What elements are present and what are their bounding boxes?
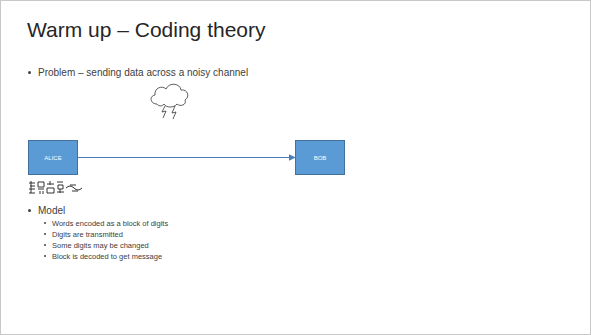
- sub-bullet-text: Some digits may be changed: [52, 241, 149, 250]
- bullet-dot: [44, 244, 46, 246]
- box-label: BOB: [314, 155, 327, 161]
- bullet-dot: [28, 71, 31, 74]
- connector-arrow: [78, 157, 295, 158]
- bullet-dot: [44, 233, 46, 235]
- process-box: BOB: [295, 140, 345, 175]
- bullet-dot: [28, 209, 31, 212]
- bullet-dot: [44, 222, 46, 224]
- box-label: ALICE: [44, 155, 61, 161]
- sub-bullet-text: Digits are transmitted: [52, 230, 123, 239]
- sub-bullet-text: Words encoded as a block of digits: [52, 219, 168, 228]
- storm-cloud: [151, 84, 188, 119]
- bullet-dot: [44, 255, 46, 257]
- scrambled-message: [29, 181, 82, 194]
- slide-title: Warm up – Coding theory: [27, 18, 266, 42]
- sub-bullet-text: Block is decoded to get message: [52, 252, 162, 261]
- bullet-text: Model: [38, 205, 65, 216]
- bullet-text: Problem – sending data across a noisy ch…: [38, 67, 248, 78]
- process-box: ALICE: [28, 140, 78, 175]
